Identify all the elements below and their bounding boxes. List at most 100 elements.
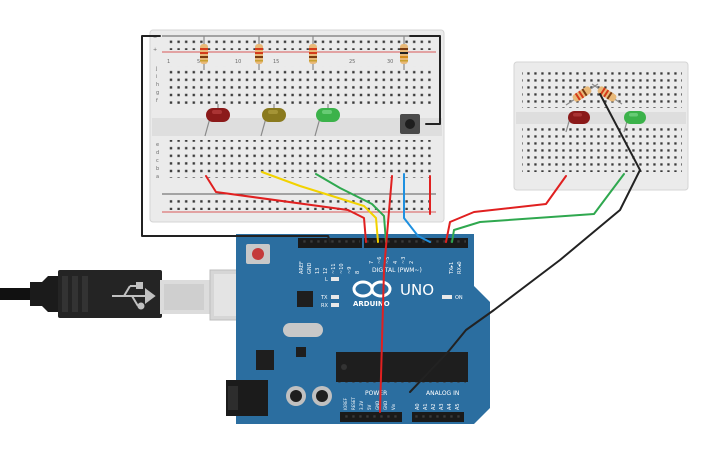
regulator xyxy=(256,350,274,370)
svg-text:d: d xyxy=(156,150,159,156)
power-label: POWER xyxy=(365,390,387,397)
analog-label: ANALOG IN xyxy=(426,390,459,397)
svg-text:~5: ~5 xyxy=(385,257,391,264)
svg-text:c: c xyxy=(156,158,159,164)
model-label: UNO xyxy=(400,281,434,299)
svg-text:1: 1 xyxy=(167,59,170,65)
svg-text:A5: A5 xyxy=(455,403,461,410)
l-label: L xyxy=(325,277,328,283)
wire-black-button[interactable] xyxy=(409,35,441,125)
rail-plus-label-top: + xyxy=(153,47,157,53)
svg-text:8: 8 xyxy=(355,271,361,274)
usb-icon xyxy=(112,282,156,310)
svg-text:5: 5 xyxy=(197,59,200,65)
on-label: ON xyxy=(455,295,463,301)
breadboard-main[interactable]: − + j i h g f e d c b a 1 5 10 15 20 xyxy=(149,29,445,223)
led-yellow[interactable] xyxy=(260,104,286,137)
rx-label: RX xyxy=(321,303,328,309)
wire-red-led[interactable] xyxy=(205,175,367,243)
svg-text:a: a xyxy=(156,174,159,180)
resistor[interactable] xyxy=(200,36,208,70)
svg-text:7: 7 xyxy=(369,261,375,264)
svg-text:AREF: AREF xyxy=(299,261,305,274)
wire-black-gnd[interactable] xyxy=(141,35,331,243)
svg-text:30: 30 xyxy=(387,59,393,65)
wires xyxy=(141,35,641,413)
svg-text:i: i xyxy=(156,74,157,80)
svg-text:25: 25 xyxy=(349,59,355,65)
wire-red-small[interactable] xyxy=(445,175,567,243)
arduino-logo-icon xyxy=(352,280,392,298)
led-small-red[interactable] xyxy=(565,111,590,133)
svg-text:b: b xyxy=(156,166,159,172)
l-led xyxy=(331,277,339,281)
svg-text:2: 2 xyxy=(409,261,415,264)
led-small-green[interactable] xyxy=(623,111,646,133)
svg-text:A0: A0 xyxy=(415,403,421,410)
svg-text:IOREF: IOREF xyxy=(343,397,348,410)
svg-text:15: 15 xyxy=(273,59,279,65)
svg-text:GND: GND xyxy=(375,401,380,410)
resistor[interactable] xyxy=(591,83,623,105)
svg-text:j: j xyxy=(155,66,157,72)
wire-yellow[interactable] xyxy=(261,171,379,243)
reset-button[interactable] xyxy=(246,244,270,264)
arduino-uno-board[interactable]: AREF GND 13 12 ~11 ~10 ~9 8 7 ~6 ~5 4 ~3… xyxy=(226,234,490,424)
wire-black-small[interactable] xyxy=(409,93,641,393)
svg-text:~10: ~10 xyxy=(339,263,345,274)
svg-text:~6: ~6 xyxy=(377,257,383,264)
svg-text:RX◂0: RX◂0 xyxy=(457,261,463,274)
svg-text:f: f xyxy=(156,98,158,104)
capacitor xyxy=(286,386,306,406)
breadboard-small[interactable] xyxy=(513,61,689,191)
wire-blue[interactable] xyxy=(403,173,431,243)
svg-text:A3: A3 xyxy=(439,403,445,410)
power-pin-labels: IOREF RESET 3.3V 5V GND GND Vin xyxy=(343,397,396,410)
rx-led xyxy=(331,303,339,307)
svg-text:Vin: Vin xyxy=(391,403,396,410)
small-chip xyxy=(296,347,306,357)
svg-text:GND: GND xyxy=(307,262,313,274)
svg-text:4: 4 xyxy=(393,261,399,264)
svg-text:10: 10 xyxy=(235,59,241,65)
svg-text:A2: A2 xyxy=(431,403,437,410)
svg-text:13: 13 xyxy=(315,268,321,274)
svg-text:A4: A4 xyxy=(447,403,453,410)
tx-led xyxy=(331,295,339,299)
rail-minus-label-top: − xyxy=(153,35,157,41)
svg-text:~9: ~9 xyxy=(347,267,353,274)
led-green[interactable] xyxy=(314,104,340,137)
wire-green-main[interactable] xyxy=(315,173,387,243)
svg-text:~3: ~3 xyxy=(401,257,407,264)
svg-text:e: e xyxy=(156,142,159,148)
usb-cable[interactable] xyxy=(0,269,253,321)
capacitor xyxy=(312,386,332,406)
svg-text:h: h xyxy=(156,82,159,88)
row-letters: j i h g f e d c b a xyxy=(155,66,159,180)
svg-text:12: 12 xyxy=(323,268,329,274)
power-jack[interactable] xyxy=(226,380,268,416)
pushbutton[interactable] xyxy=(400,114,420,134)
resistor[interactable] xyxy=(400,36,408,70)
svg-text:RESET: RESET xyxy=(351,397,356,410)
wire-red-5v[interactable] xyxy=(379,175,393,413)
svg-text:5V: 5V xyxy=(367,404,372,410)
tx-label: TX xyxy=(320,295,328,301)
digital-pin-labels: AREF GND 13 12 ~11 ~10 ~9 8 7 ~6 ~5 4 ~3… xyxy=(299,257,463,275)
svg-text:3.3V: 3.3V xyxy=(359,401,364,410)
wire-green-small[interactable] xyxy=(451,173,625,243)
resistor[interactable] xyxy=(565,83,599,106)
on-led xyxy=(442,295,452,299)
analog-pin-labels: A0 A1 A2 A3 A4 A5 xyxy=(415,403,461,410)
digital-label: DIGITAL (PWM~) xyxy=(372,267,422,274)
brand-label: ARDUINO xyxy=(353,300,390,308)
crystal xyxy=(283,323,323,337)
svg-text:TX▸1: TX▸1 xyxy=(449,262,455,275)
atmega-chip xyxy=(336,348,468,386)
led-red[interactable] xyxy=(204,104,230,137)
svg-text:GND: GND xyxy=(383,401,388,410)
resistor[interactable] xyxy=(255,36,263,70)
usb-chip xyxy=(297,291,313,307)
resistor[interactable] xyxy=(309,36,317,70)
